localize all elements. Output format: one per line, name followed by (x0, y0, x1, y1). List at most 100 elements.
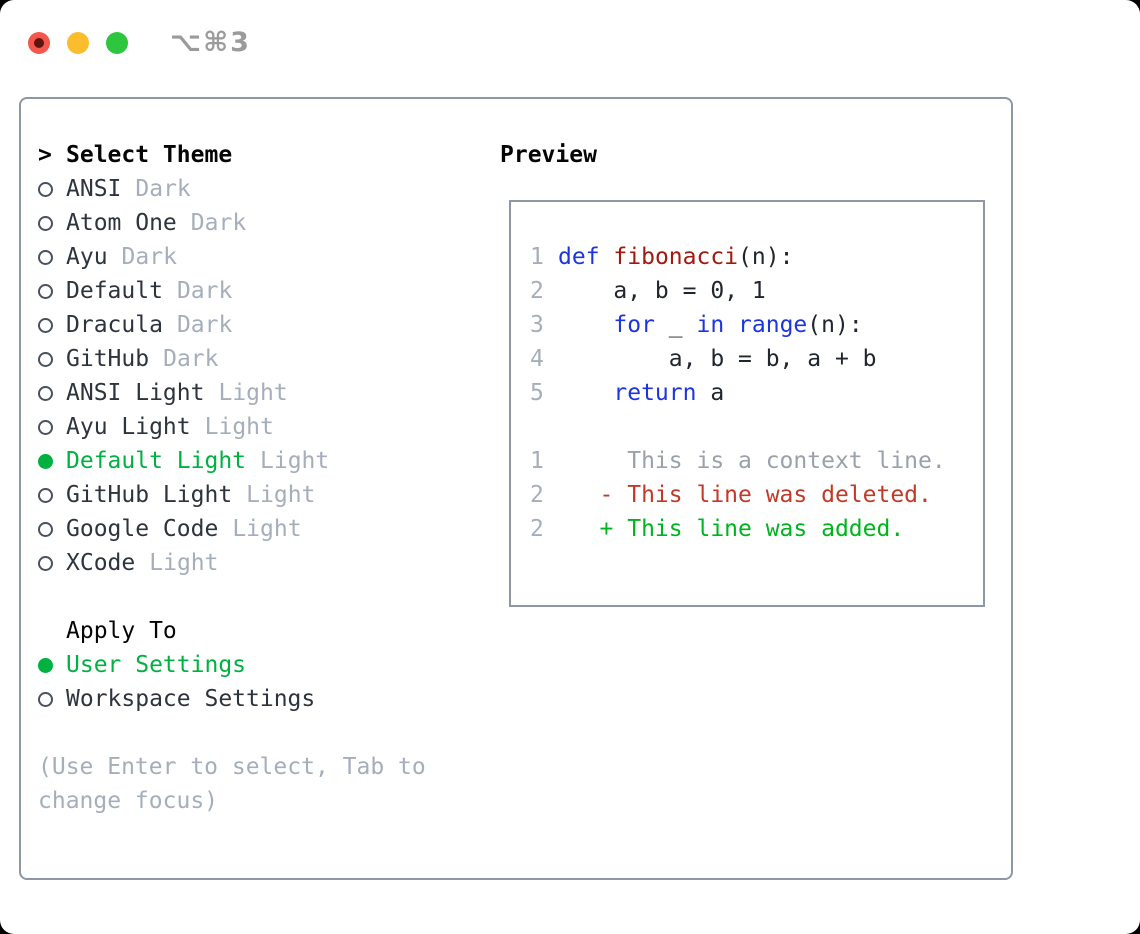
keyboard-hint-line-2: change focus) (38, 788, 219, 814)
preview-code-line: 1 This is a context line. (530, 444, 983, 478)
theme-variant-tag: Light (204, 414, 274, 440)
keyboard-hint-line-1: (Use Enter to select, Tab to (38, 754, 426, 780)
code-segment: (n): (738, 244, 794, 270)
code-segment (558, 312, 613, 338)
preview-code-line (530, 410, 983, 444)
titlebar: ⌥⌘3 (28, 27, 251, 58)
preview-code-line: 4 a, b = b, a + b (530, 342, 983, 376)
minimize-button[interactable] (67, 31, 89, 54)
code-segment: range (738, 312, 808, 338)
radio-icon (38, 317, 66, 333)
radio-icon (38, 283, 66, 299)
code-text: - This line was deleted. (558, 478, 932, 512)
theme-picker-panel: > Select Theme ANSI Dark Atom One Dark A… (19, 97, 1013, 880)
theme-option-github-light-light[interactable]: GitHub Light Light (38, 478, 426, 512)
theme-name: GitHub Light (66, 482, 233, 508)
preview-code-line: 1 def fibonacci(n): (530, 240, 983, 274)
theme-name: Google Code (66, 516, 219, 542)
apply-option-name: Workspace Settings (66, 686, 316, 712)
line-number: 5 (530, 380, 544, 406)
theme-option-dracula-dark[interactable]: Dracula Dark (38, 308, 426, 342)
apply-option-workspace-settings[interactable]: Workspace Settings (38, 682, 426, 716)
code-segment: a (696, 380, 725, 406)
line-number: 2 (530, 278, 544, 304)
radio-icon (38, 521, 66, 537)
radio-icon (38, 691, 66, 707)
close-button[interactable] (28, 31, 50, 54)
radio-icon (38, 249, 66, 265)
select-theme-title: Select Theme (66, 142, 233, 168)
code-segment (558, 380, 613, 406)
window-title: ⌥⌘3 (170, 27, 251, 58)
radio-icon (38, 487, 66, 503)
theme-name: ANSI (66, 176, 122, 202)
code-segment: - This line was deleted. (558, 482, 932, 508)
theme-option-ayu-light-light[interactable]: Ayu Light Light (38, 410, 426, 444)
code-text: return a (558, 376, 724, 410)
apply-option-user-settings[interactable]: User Settings (38, 648, 426, 682)
theme-name: Default Light (66, 448, 247, 474)
zoom-button[interactable] (106, 31, 128, 54)
theme-variant-tag: Light (260, 448, 330, 474)
theme-option-ansi-light-light[interactable]: ANSI Light Light (38, 376, 426, 410)
apply-to-list: User Settings Workspace Settings (38, 648, 426, 716)
code-segment: This is a context line. (558, 448, 946, 474)
theme-variant-tag: Dark (121, 244, 177, 270)
code-text: This is a context line. (558, 444, 946, 478)
code-segment: _ (654, 312, 697, 338)
theme-option-github-dark[interactable]: GitHub Dark (38, 342, 426, 376)
theme-name: Default (66, 278, 163, 304)
code-text: def fibonacci(n): (558, 240, 793, 274)
apply-option-name: User Settings (66, 652, 247, 678)
theme-option-ansi-dark[interactable]: ANSI Dark (38, 172, 426, 206)
theme-name: XCode (66, 550, 136, 576)
theme-variant-tag: Light (232, 516, 302, 542)
preview-code-line: 3 for _ in range(n): (530, 308, 983, 342)
theme-variant-tag: Dark (176, 312, 233, 338)
code-segment: a, b = 0, 1 (558, 278, 766, 304)
radio-icon (38, 555, 66, 571)
theme-name: Atom One (66, 210, 177, 236)
preview-code-line: 2 + This line was added. (530, 512, 983, 546)
code-segment: return (613, 380, 697, 406)
line-number: 3 (530, 312, 544, 338)
select-theme-header: > Select Theme (38, 138, 426, 172)
theme-variant-tag: Light (246, 482, 316, 508)
theme-picker-left-column: > Select Theme ANSI Dark Atom One Dark A… (38, 138, 426, 818)
theme-option-default-dark[interactable]: Default Dark (38, 274, 426, 308)
spacer (38, 580, 426, 614)
radio-icon (38, 453, 66, 469)
preview-code-line: 2 a, b = 0, 1 (530, 274, 983, 308)
theme-option-atom-one-dark[interactable]: Atom One Dark (38, 206, 426, 240)
code-text: a, b = 0, 1 (558, 274, 766, 308)
preview-code-line: 2 - This line was deleted. (530, 478, 983, 512)
line-number: 4 (530, 346, 544, 372)
radio-icon (38, 181, 66, 197)
theme-name: Ayu Light (66, 414, 191, 440)
code-segment: for (613, 312, 655, 338)
theme-variant-tag: Dark (135, 176, 191, 202)
preview-code-area: 1 def fibonacci(n): 2 a, b = 0, 1 3 for … (511, 202, 983, 546)
code-text: + This line was added. (558, 512, 905, 546)
code-segment: fibonacci (613, 244, 739, 270)
theme-option-google-code-light[interactable]: Google Code Light (38, 512, 426, 546)
line-number: 2 (530, 516, 544, 542)
line-number: 1 (530, 244, 544, 270)
code-segment: def (558, 244, 600, 270)
spacer (38, 716, 426, 750)
radio-icon (38, 419, 66, 435)
focus-prompt-icon: > (38, 142, 52, 168)
code-segment: (n): (807, 312, 863, 338)
theme-option-ayu-dark[interactable]: Ayu Dark (38, 240, 426, 274)
code-segment: a, b = b, a + b (558, 346, 877, 372)
theme-name: GitHub (66, 346, 150, 372)
code-text: a, b = b, a + b (558, 342, 877, 376)
radio-icon (38, 215, 66, 231)
code-segment: + This line was added. (558, 516, 905, 542)
preview-pane: 1 def fibonacci(n): 2 a, b = 0, 1 3 for … (509, 200, 985, 607)
theme-option-xcode-light[interactable]: XCode Light (38, 546, 426, 580)
line-number: 2 (530, 482, 544, 508)
preview-code-line: 5 return a (530, 376, 983, 410)
theme-option-default-light-light[interactable]: Default Light Light (38, 444, 426, 478)
